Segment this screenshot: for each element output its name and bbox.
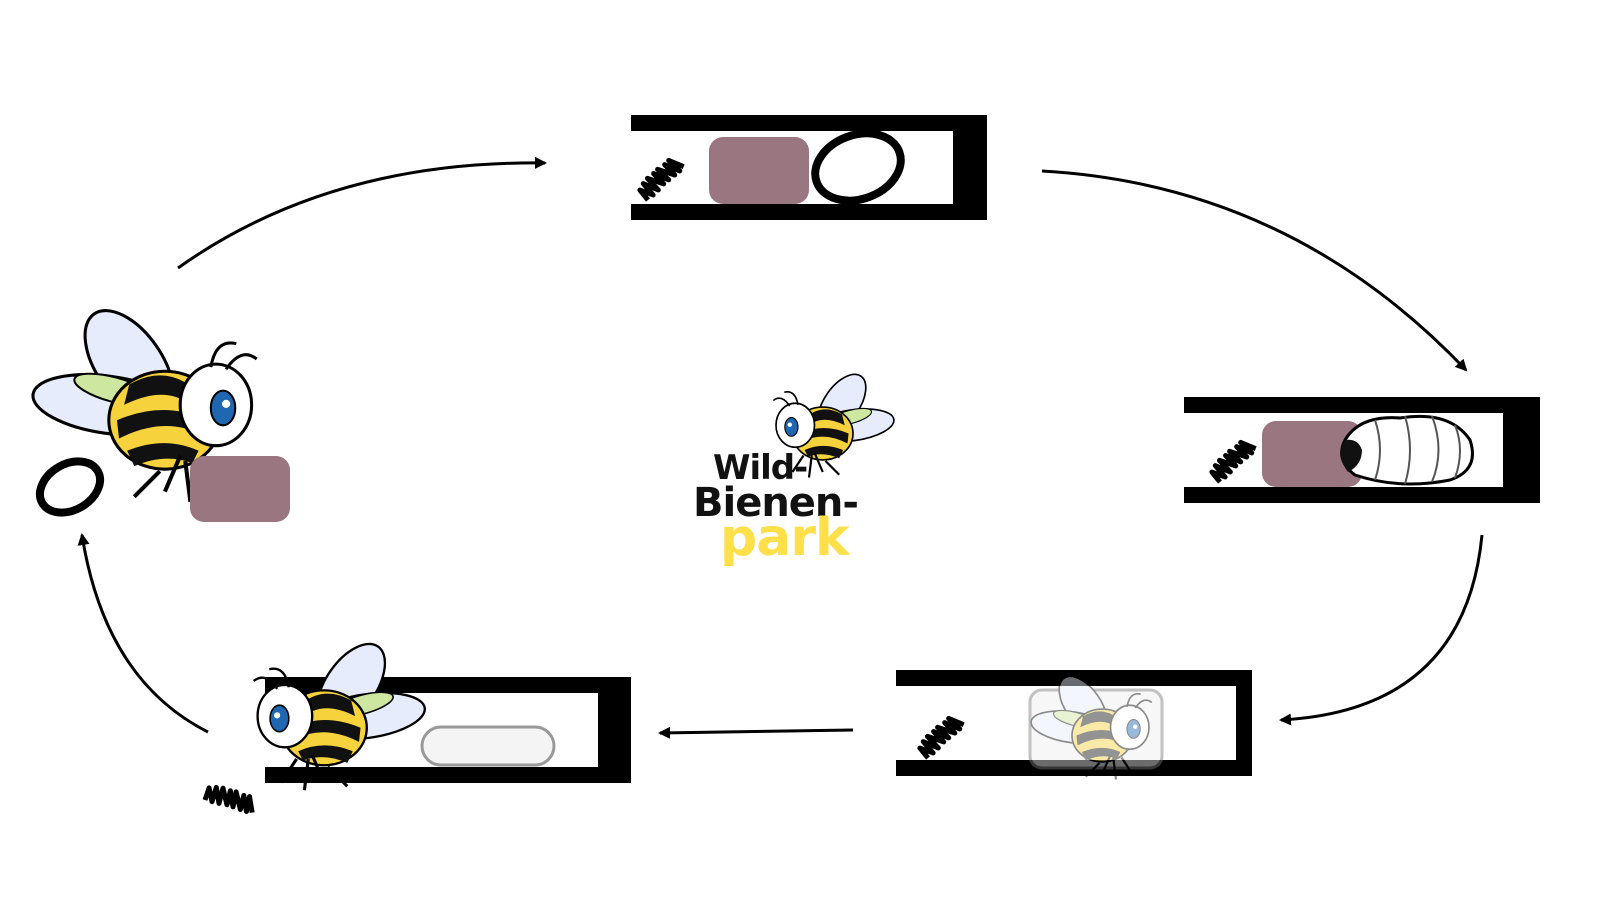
arrow-larva-to-pupa (1279, 534, 1484, 726)
cocoon (420, 725, 556, 767)
arrow-adult-to-egg (177, 156, 547, 270)
nest-tube (1184, 397, 1540, 413)
logo-wild: Wild- (713, 448, 808, 488)
logo-park: park (720, 508, 850, 568)
nest-egg-stage (631, 115, 987, 220)
pollen-ball (709, 137, 809, 204)
arrow-cocoon-to-adult (77, 533, 209, 734)
mud-plug (918, 714, 964, 764)
emerging-bee (252, 630, 430, 792)
arrow-egg-to-larva (1041, 169, 1468, 372)
nest-pupa-stage (896, 667, 1252, 781)
arrow-pupa-to-cocoon (658, 726, 854, 739)
egg (811, 129, 905, 205)
pollen-ball (1262, 421, 1362, 487)
logo-bienen: Bienen- (693, 480, 859, 526)
larva (1340, 414, 1474, 486)
egg (35, 457, 105, 517)
pollen-ball (190, 456, 290, 522)
nest-tube (631, 115, 987, 131)
nest-larva-stage (1184, 397, 1540, 503)
mud-plug (1210, 438, 1256, 488)
pupa (1027, 667, 1164, 781)
adult-bee-stage (29, 295, 290, 522)
mud-plug (638, 156, 684, 206)
nest-cocoon-stage (202, 630, 631, 826)
mud-plug (202, 776, 255, 826)
